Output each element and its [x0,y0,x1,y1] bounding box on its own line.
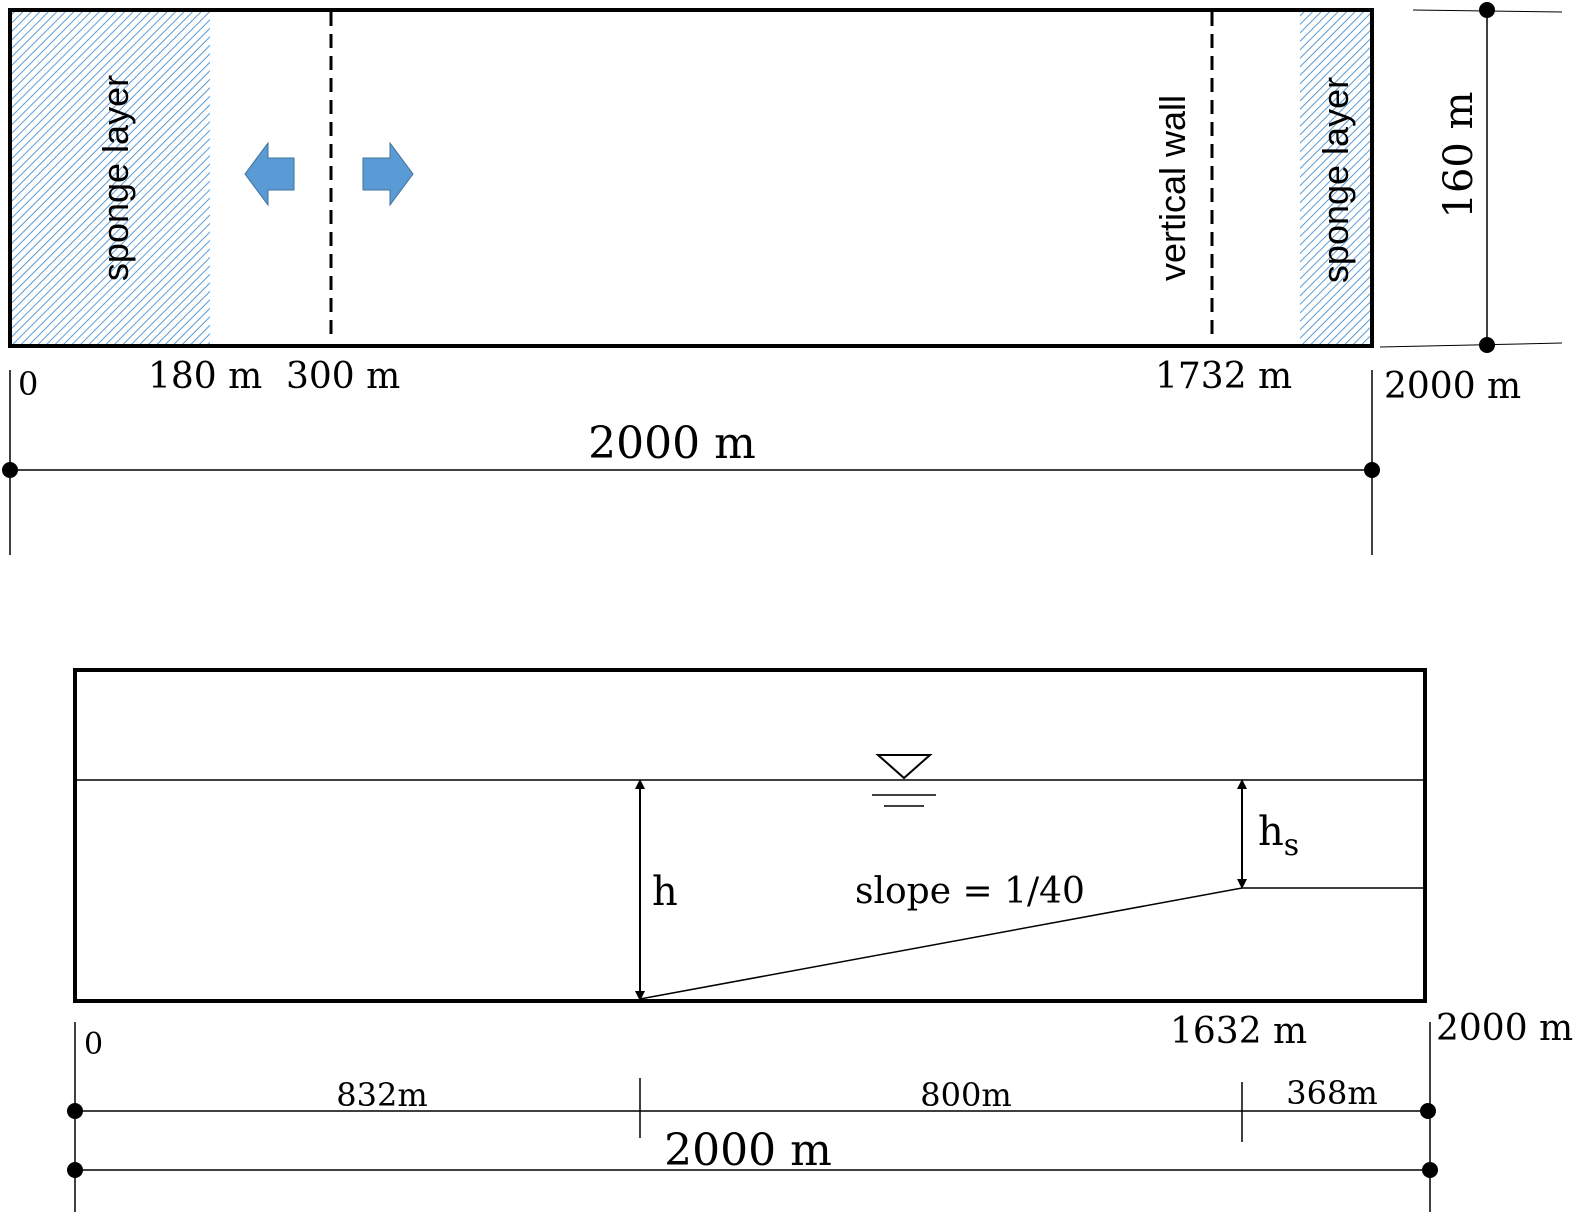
side-view: h hs slope = 1/40 0 1632 m 2000 m 832m 8… [67,668,1573,1212]
tick-label-0: 0 [18,365,38,403]
bottom-length-dot-right [1422,1162,1438,1178]
sponge-layer-right-label: sponge layer [1315,77,1356,283]
tick-label-1732: 1732 m [1155,356,1292,397]
height-label: 160 m [1436,92,1482,219]
tick-label-300: 300 m [286,356,400,397]
tick-label-2000: 2000 m [1384,366,1521,407]
left-arrow-icon [244,141,295,207]
bottom-tick-label-0: 0 [84,1027,103,1062]
bottom-tick-label-1632: 1632 m [1170,1011,1307,1052]
water-level-icon [875,754,933,780]
sponge-layer-right [1300,12,1370,344]
shelf-depth-label: hs [1258,809,1299,863]
height-dot-top [1479,2,1495,18]
height-dot-bottom [1479,337,1495,353]
total-length-label-top: 2000 m [588,418,756,469]
segment-dot-left [67,1103,83,1119]
bottom-length-dot-left [67,1162,83,1178]
bottom-tick-label-2000: 2000 m [1436,1008,1573,1049]
tick-label-180: 180 m [148,356,262,397]
segment-label-800: 800m [920,1076,1011,1114]
plan-view: sponge layer vertical wall sponge layer … [2,2,1563,555]
segment-label-368: 368m [1286,1074,1377,1112]
tank-outline-top [8,8,1374,348]
length-dot-right [1364,462,1380,478]
height-ext-bottom [1379,342,1563,348]
right-arrow-icon [362,141,414,207]
slope-label: slope = 1/40 [855,871,1085,912]
depth-label: h [652,869,678,915]
vertical-wall-label: vertical wall [1152,95,1193,281]
length-dot-left [2,462,18,478]
segment-label-832: 832m [336,1076,427,1114]
tank-outline-bottom [73,668,1427,1003]
total-length-label-bottom: 2000 m [664,1125,832,1176]
sponge-layer-left [12,12,210,344]
sponge-layer-left-label: sponge layer [95,75,136,281]
segment-dot-right [1420,1103,1436,1119]
